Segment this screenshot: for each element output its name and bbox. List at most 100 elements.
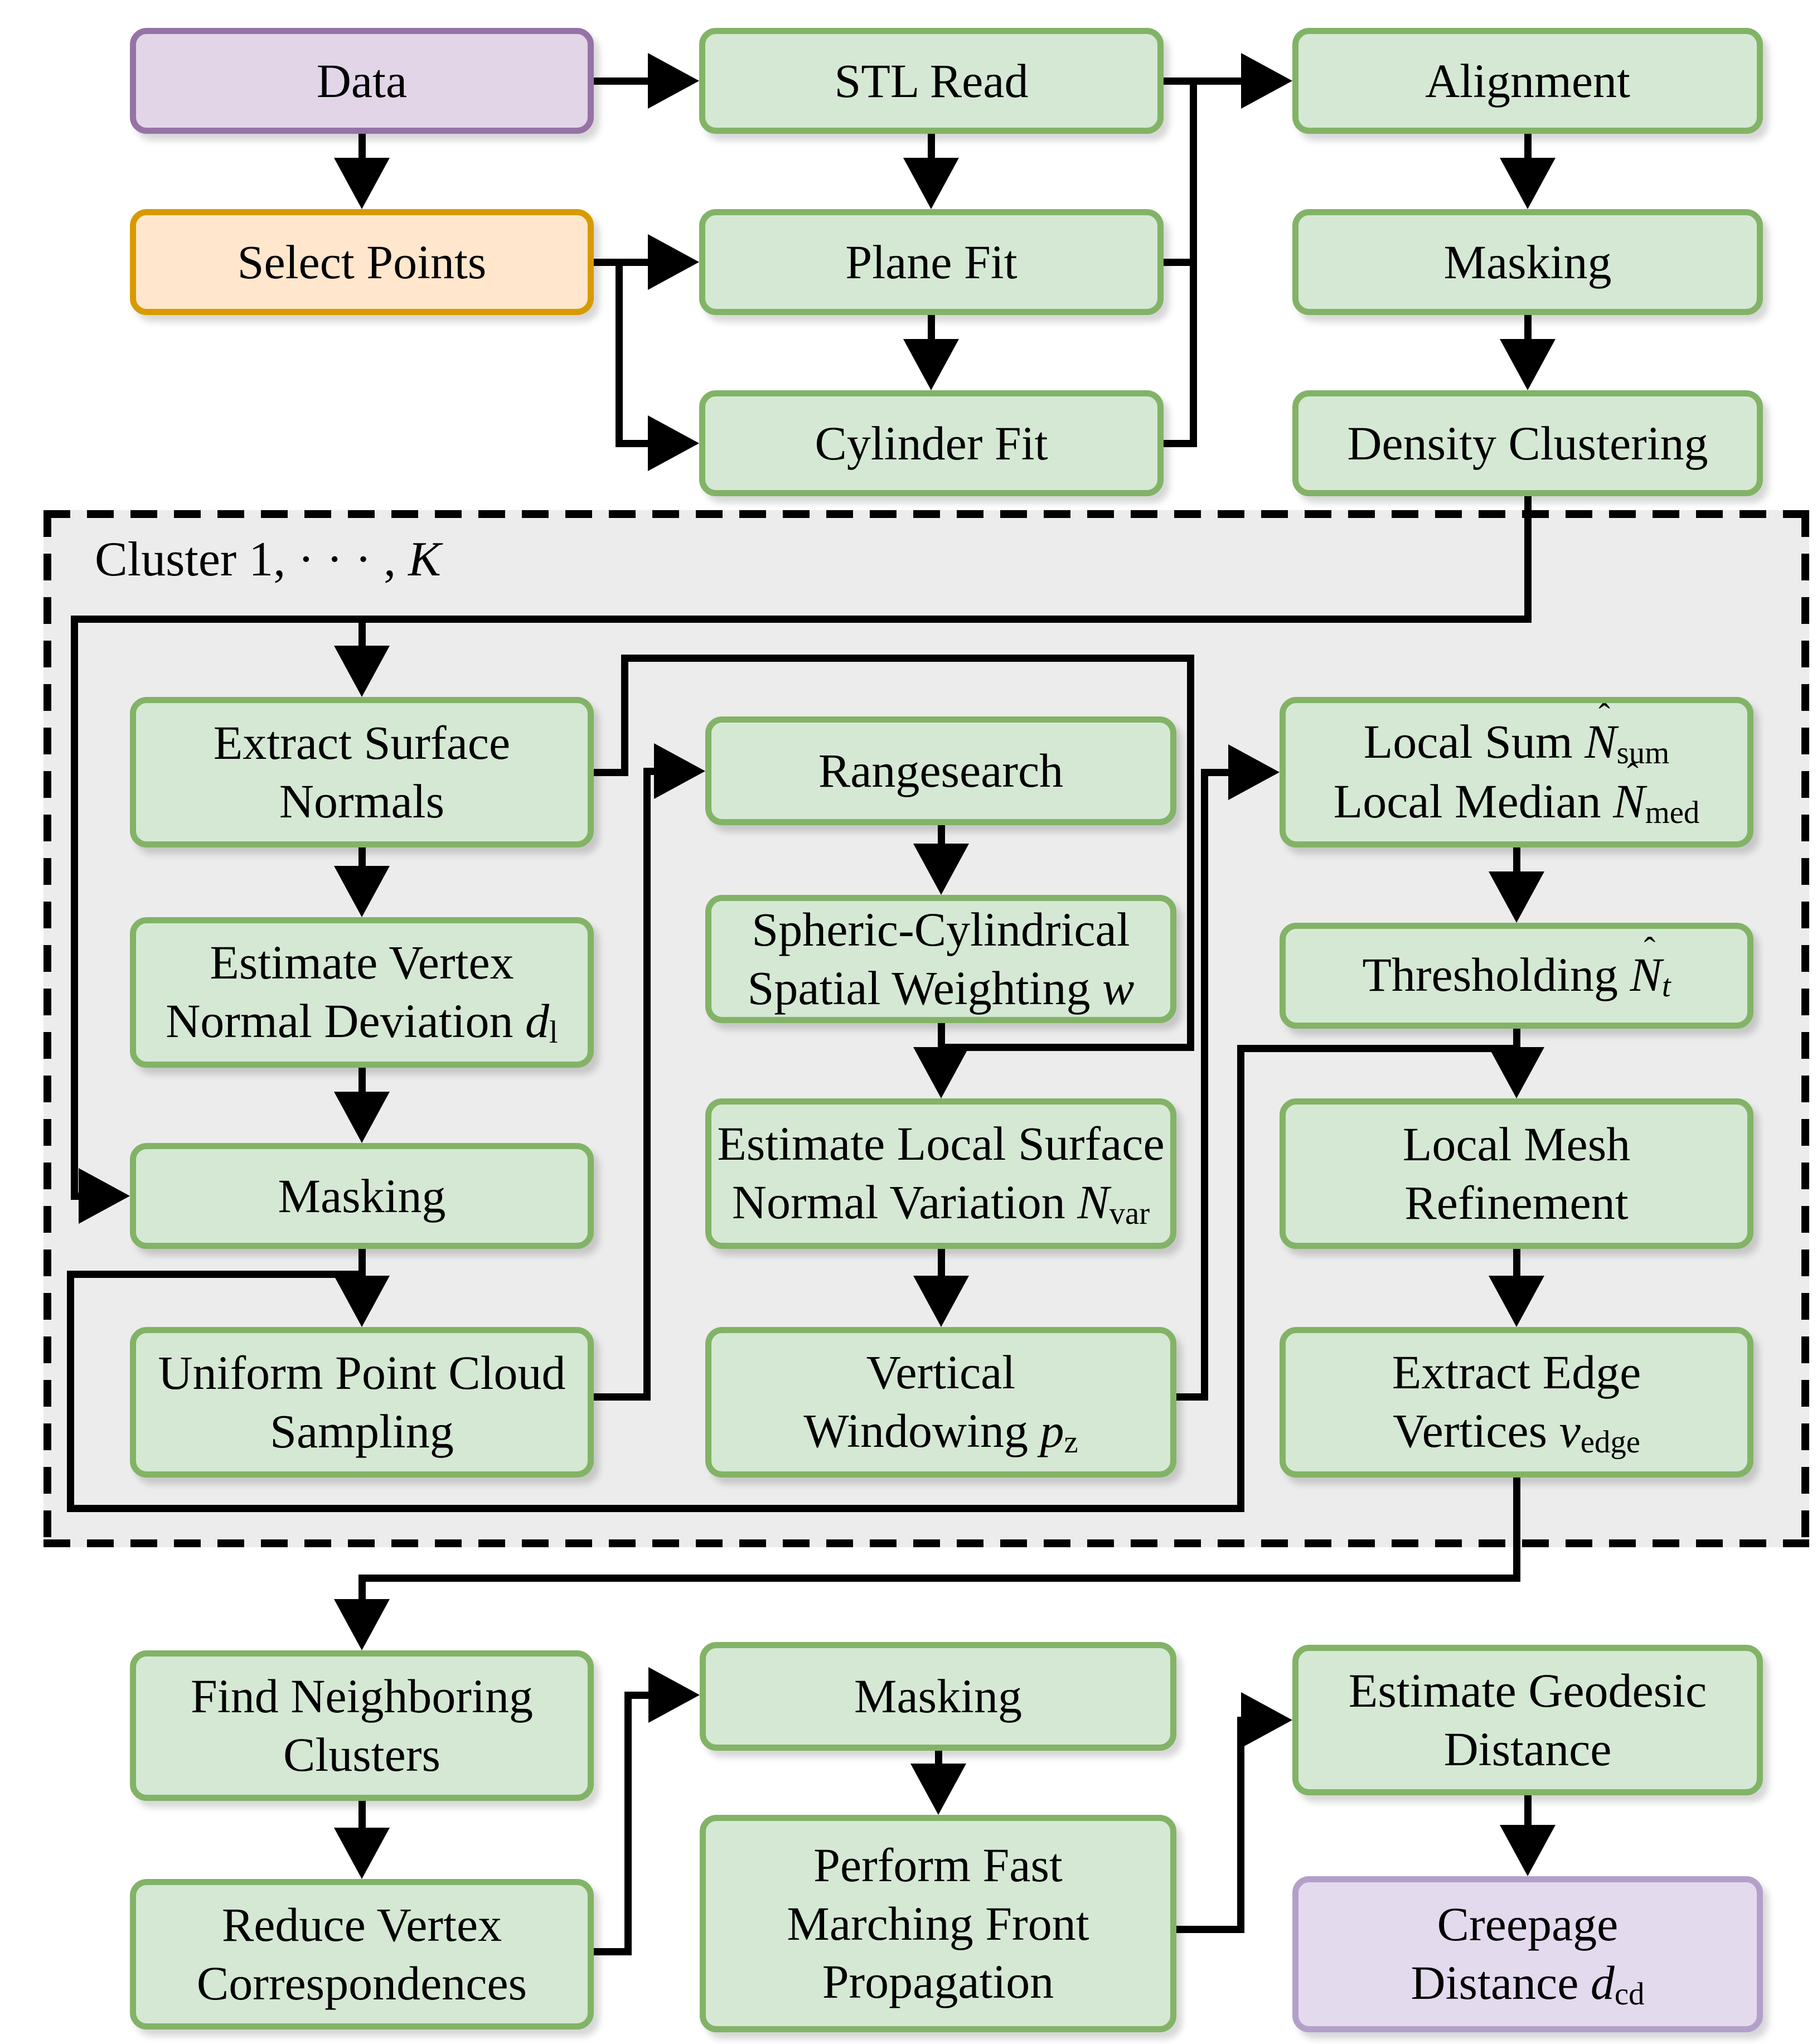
edge-plane-to-cylinder-fit-arrowhead (903, 339, 959, 390)
edge-masking-to-mesh-refinement-join-segment (66, 1270, 74, 1512)
edge-collector-to-alignment-segment (1160, 77, 1197, 85)
text-run: var (1109, 1195, 1150, 1231)
edge-masking-to-mesh-refinement-join-segment (66, 1504, 1244, 1512)
text-run: Reduce Vertex (221, 1898, 502, 1952)
edge-cylinder-fit-stub-segment (1160, 439, 1197, 447)
cluster-border-left (43, 510, 51, 1547)
text-run: Correspondences (196, 1956, 527, 2010)
node-estimate-vertex-normal-deviation-line: Estimate Vertex (210, 933, 513, 992)
text-run: l (549, 1014, 558, 1050)
text-run: Normals (279, 774, 445, 828)
edge-windowing-to-local-sum-arrowhead (1228, 744, 1280, 800)
node-masking-cluster: Masking (130, 1143, 594, 1249)
text-run: edge (1580, 1424, 1640, 1460)
text-run: med (1645, 795, 1700, 831)
text-run: d (525, 994, 550, 1048)
node-alignment: Alignment (1292, 28, 1763, 134)
edge-masking-to-mesh-refinement-join-segment (1237, 1044, 1244, 1512)
node-extract-surface-normals-line: Extract Surface (214, 714, 510, 772)
node-uniform-point-cloud-sampling-line: Uniform Point Cloud (158, 1344, 565, 1402)
text-run: Plane Fit (845, 235, 1017, 289)
edge-neighboring-to-reduce-arrowhead (334, 1828, 390, 1879)
node-uniform-point-cloud-sampling-line: Sampling (270, 1402, 454, 1461)
text-run: Masking (1443, 235, 1612, 289)
edge-data-to-stl-arrowhead (648, 53, 699, 109)
edge-thresholding-to-mesh-refinement-arrowhead (1489, 1047, 1544, 1098)
text-run: Marching Front (787, 1896, 1089, 1950)
text-run: w (1102, 961, 1135, 1015)
cluster-border-bottom (43, 1539, 1809, 1547)
edge-extract-normals-to-variation-join-segment (621, 654, 1194, 662)
node-density-clustering-line: Density Clustering (1347, 414, 1708, 473)
edge-windowing-to-local-sum-segment (1200, 768, 1208, 1401)
text-run: Local Mesh (1402, 1117, 1631, 1171)
text-run: Data (316, 54, 408, 108)
edge-select-to-cylinder-fit-arrowhead (648, 415, 699, 471)
edge-edge-vertices-to-neighboring-arrowhead (334, 1599, 390, 1650)
edge-extract-normals-to-variation-join-segment (590, 768, 628, 776)
edge-variation-to-windowing-arrowhead (913, 1276, 969, 1327)
text-run: STL Read (834, 54, 1029, 108)
edge-extract-normals-to-variation-join-segment (621, 654, 628, 776)
text-run: Cylinder Fit (815, 416, 1048, 470)
node-extract-surface-normals-line: Normals (279, 772, 444, 831)
text-run: Extract Edge (1392, 1345, 1641, 1399)
text-run: Estimate Geodesic (1348, 1664, 1707, 1718)
edge-density-to-cluster-masking-arrowhead (79, 1168, 130, 1224)
cluster-border-right (1801, 510, 1809, 1547)
node-density-clustering: Density Clustering (1292, 390, 1763, 496)
edge-rangesearch-to-weighting-arrowhead (913, 844, 969, 895)
text-run: v (1559, 1403, 1581, 1457)
edge-mesh-refinement-to-edge-vertices-arrowhead (1489, 1276, 1544, 1327)
edge-stl-to-plane-fit-arrowhead (903, 158, 959, 209)
text-run: Extract Surface (213, 716, 511, 770)
text-run: cd (1614, 1976, 1645, 2012)
node-masking-bottom: Masking (700, 1642, 1176, 1751)
edge-collector-to-alignment-arrowhead (1241, 53, 1292, 109)
edge-sampling-to-rangesearch-arrowhead (654, 743, 705, 799)
edge-masking-to-density-arrowhead (1500, 339, 1556, 390)
text-run: Find Neighboring (191, 1669, 533, 1723)
node-spheric-cylindrical-weighting-line: Spheric-Cylindrical (752, 900, 1130, 959)
edge-windowing-to-local-sum-segment (1172, 1393, 1208, 1401)
edge-fast-marching-to-geodesic-arrowhead (1241, 1692, 1292, 1748)
node-cylinder-fit: Cylinder Fit (699, 390, 1164, 496)
edge-masking-to-mesh-refinement-join-segment (1237, 1044, 1520, 1052)
text-run: Local Sum (1363, 714, 1585, 768)
node-estimate-geodesic-distance-line: Estimate Geodesic (1349, 1662, 1707, 1720)
node-local-mesh-refinement-line: Refinement (1404, 1174, 1628, 1232)
node-perform-fast-marching-line: Perform Fast (813, 1836, 1063, 1895)
text-run: Spheric-Cylindrical (752, 903, 1130, 957)
edge-fast-marching-to-geodesic-segment (1172, 1925, 1244, 1933)
node-estimate-local-surface-normal-variation-line: Estimate Local Surface (717, 1115, 1164, 1173)
edge-density-to-cluster-masking-segment (1524, 492, 1532, 623)
edge-density-to-cluster-masking-segment (70, 615, 1532, 623)
text-run: N (1077, 1175, 1109, 1229)
edge-reduce-to-masking-bottom-segment (624, 1691, 632, 1955)
node-rangesearch-line: Rangesearch (818, 742, 1063, 800)
edge-reduce-to-masking-bottom-arrowhead (648, 1667, 700, 1723)
node-extract-edge-vertices-line: Vertices vedge (1393, 1402, 1640, 1461)
node-reduce-vertex-correspondences-line: Reduce Vertex (222, 1896, 502, 1954)
edge-extract-normals-to-deviation-arrowhead (334, 866, 390, 917)
node-masking-top-line: Masking (1444, 233, 1612, 292)
node-plane-fit-line: Plane Fit (845, 233, 1017, 292)
edge-data-to-select-points-arrowhead (334, 158, 390, 209)
edge-select-to-plane-fit-segment (590, 258, 658, 266)
text-run: z (1064, 1424, 1078, 1460)
